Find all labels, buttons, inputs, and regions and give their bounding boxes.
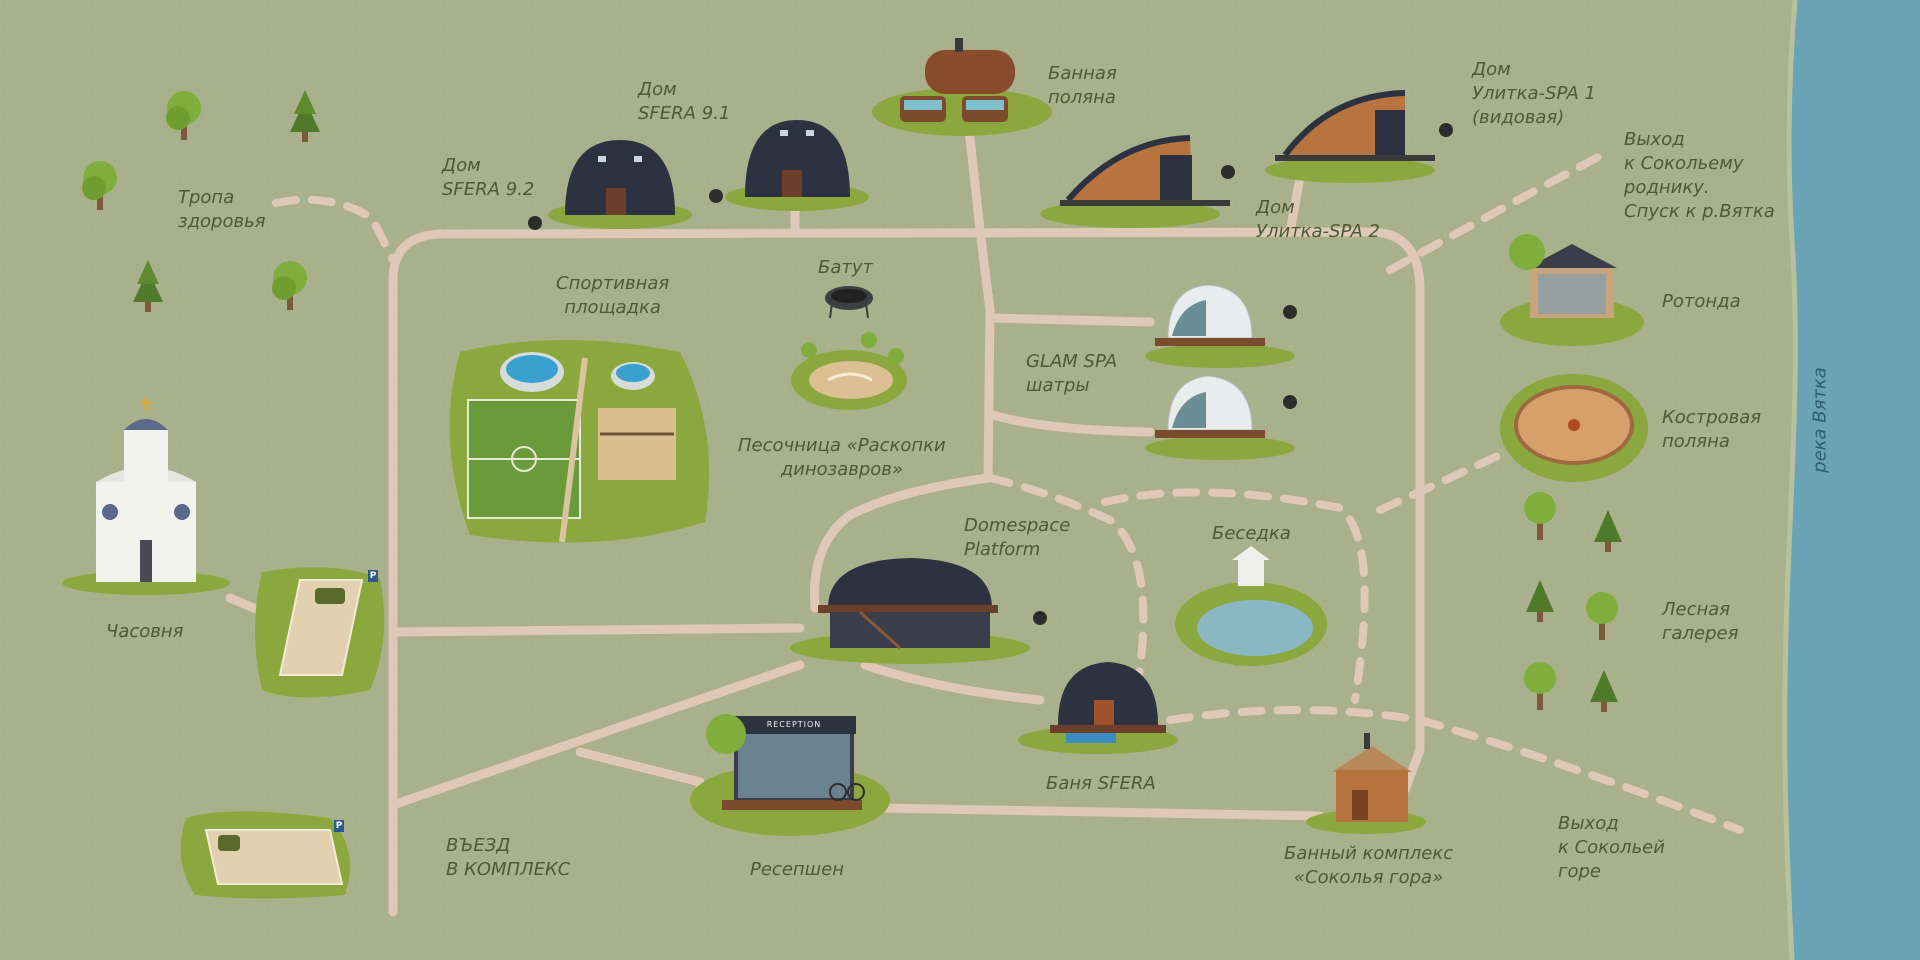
- grill-icon: [1439, 123, 1453, 137]
- label-dom-sfera-9-2: Дом SFERA 9.2: [442, 155, 535, 200]
- parking-icon: P: [335, 821, 343, 831]
- parking-chapel[interactable]: [255, 567, 385, 698]
- resepshen[interactable]: [690, 714, 890, 836]
- reception-sign: RECEPTION: [766, 720, 822, 729]
- domespace-platform[interactable]: [790, 558, 1047, 664]
- parking-sign-icon: [368, 570, 378, 582]
- label-reka-vyatka: река Вятка: [1809, 367, 1831, 473]
- trails: [272, 152, 1744, 834]
- label-domespace-platform: Domespace Platform: [964, 515, 1071, 560]
- banya-sfera[interactable]: [1018, 662, 1178, 754]
- label-chasovnya: Часовня: [106, 621, 184, 642]
- grill-icon: [1283, 395, 1297, 409]
- label-lesnaya-galereya: Лесная галерея: [1662, 599, 1739, 644]
- label-vezd-v-kompleks: ВЪЕЗД В КОМПЛЕКС: [446, 835, 571, 880]
- label-pesochnica: Песочница «Раскопки динозавров»: [738, 435, 946, 480]
- kostrovaya-polyana[interactable]: [1500, 374, 1648, 482]
- label-vyhod-k-gore: Выход к Сокольей горе: [1558, 813, 1665, 882]
- banny-kompleks[interactable]: [1306, 733, 1426, 834]
- label-kostrovaya-polyana: Костровая поляна: [1662, 407, 1762, 452]
- besedka[interactable]: [1175, 546, 1327, 666]
- label-tropa-zdorovya: Тропа здоровья: [178, 187, 266, 232]
- label-batut: Батут: [818, 257, 874, 278]
- label-sportivnaya-ploshchadka: Спортивная площадка: [556, 273, 670, 318]
- pesochnica[interactable]: [791, 332, 907, 410]
- grill-icon: [709, 189, 723, 203]
- label-banny-kompleks: Банный комплекс «Соколья гора»: [1284, 843, 1454, 888]
- grill-icon: [1033, 611, 1047, 625]
- label-dom-ulitka-spa-1: Дом Улитка-SPA 1 (видовая): [1472, 59, 1596, 128]
- river-vyatka: [1784, 0, 1920, 960]
- glam-spa-shater-2[interactable]: [1145, 375, 1297, 460]
- parking-bottom[interactable]: [180, 811, 350, 899]
- bannaya-polyana[interactable]: [872, 38, 1052, 136]
- batut[interactable]: [825, 286, 873, 319]
- label-bannaya-polyana: Банная поляна: [1048, 63, 1117, 108]
- dom-sfera-9-1[interactable]: [709, 120, 869, 211]
- label-resepshen: Ресепшен: [750, 859, 844, 880]
- dom-ulitka-spa-2[interactable]: [1040, 135, 1235, 228]
- parking-icon: P: [369, 571, 377, 581]
- dom-sfera-9-2[interactable]: [528, 140, 692, 230]
- rotonda[interactable]: [1500, 234, 1644, 346]
- dom-ulitka-spa-1[interactable]: [1265, 90, 1453, 183]
- label-vyhod-k-rodniku: Выход к Сокольему роднику. Спуск к р.Вят…: [1624, 129, 1775, 222]
- sportivnaya-ploshchadka[interactable]: [449, 340, 710, 543]
- parking-sign-icon: [334, 820, 344, 832]
- grill-icon: [528, 216, 542, 230]
- label-dom-ulitka-spa-2: Дом Улитка-SPA 2: [1256, 197, 1380, 242]
- glam-spa-shater-1[interactable]: [1145, 284, 1297, 368]
- grill-icon: [1283, 305, 1297, 319]
- label-dom-sfera-9-1: Дом SFERA 9.1: [638, 79, 731, 124]
- label-rotonda: Ротонда: [1662, 291, 1741, 312]
- chasovnya[interactable]: [62, 398, 230, 595]
- label-besedka: Беседка: [1212, 523, 1291, 544]
- label-glam-spa: GLAM SPA шатры: [1026, 351, 1118, 396]
- trees: [82, 90, 1622, 712]
- label-banya-sfera: Баня SFERA: [1046, 773, 1156, 794]
- grill-icon: [1221, 165, 1235, 179]
